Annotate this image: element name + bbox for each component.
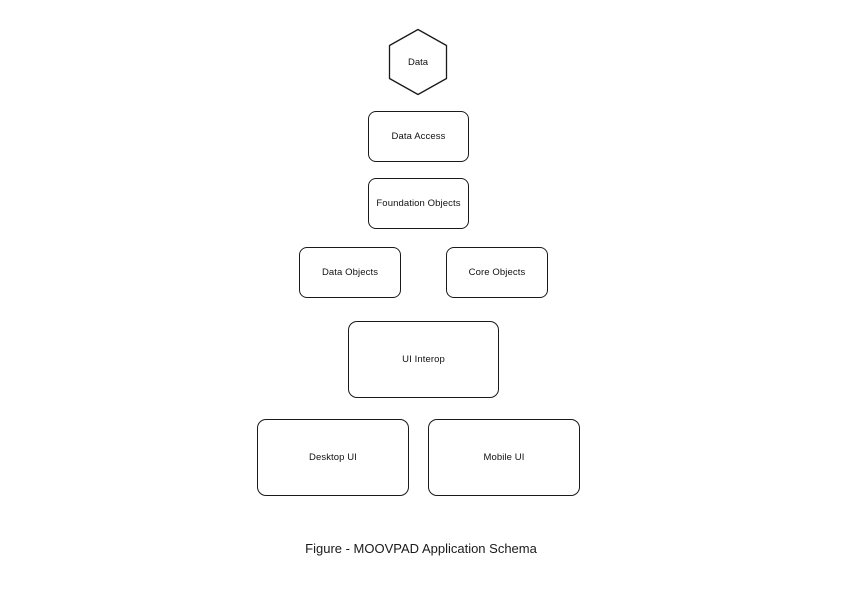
data-access-node: Data Access bbox=[368, 111, 469, 162]
mobile-ui-node: Mobile UI bbox=[428, 419, 580, 496]
foundation-objects-node: Foundation Objects bbox=[368, 178, 469, 229]
data-objects-node: Data Objects bbox=[299, 247, 401, 298]
hexagon-shape bbox=[388, 28, 448, 96]
core-objects-node: Core Objects bbox=[446, 247, 548, 298]
ui-interop-node: UI Interop bbox=[348, 321, 499, 398]
figure-caption: Figure - MOOVPAD Application Schema bbox=[305, 541, 537, 556]
desktop-ui-label: Desktop UI bbox=[309, 452, 357, 463]
mobile-ui-label: Mobile UI bbox=[483, 452, 525, 463]
foundation-objects-label: Foundation Objects bbox=[376, 198, 461, 209]
desktop-ui-node: Desktop UI bbox=[257, 419, 409, 496]
data-node-label: Data bbox=[407, 56, 429, 68]
ui-interop-label: UI Interop bbox=[402, 354, 445, 365]
data-objects-label: Data Objects bbox=[321, 267, 379, 278]
core-objects-label: Core Objects bbox=[468, 267, 526, 278]
data-access-label: Data Access bbox=[391, 131, 446, 142]
data-hexagon-node: Data bbox=[387, 28, 449, 96]
